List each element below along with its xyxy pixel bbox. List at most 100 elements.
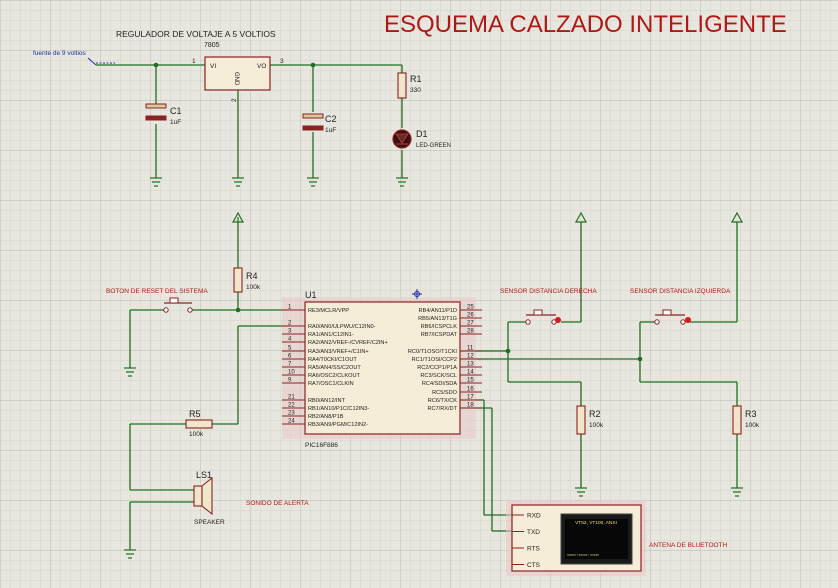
mcu-pin-label: RA7/OSC1/CLKIN <box>308 381 354 387</box>
terminal-pins: RXD TXD RTS CTS <box>512 513 541 569</box>
svg-text:100k: 100k <box>246 284 261 291</box>
mcu-pin-label: RB7/ICSPDAT <box>421 332 458 338</box>
terminal-pin-cts[interactable]: CTS <box>512 562 541 569</box>
mcu-pin-number: 25 <box>467 305 474 311</box>
mcu-pin-number: 21 <box>288 395 295 401</box>
ground-symbols <box>124 177 743 559</box>
svg-text:100k: 100k <box>189 431 204 438</box>
ground-icon <box>124 367 136 377</box>
terminal-pin-label: CTS <box>527 562 541 569</box>
sensor-right-switch[interactable] <box>525 309 561 325</box>
terminal-pin-label: RXD <box>527 513 541 520</box>
terminal-pin-label: RTS <box>527 546 541 553</box>
reset-button-label: BOTON DE RESET DEL SISTEMA <box>106 288 208 295</box>
mcu-pin-number: 27 <box>467 321 474 327</box>
svg-text:7805: 7805 <box>204 42 220 49</box>
resistor-r3[interactable]: R3 100k <box>732 405 760 435</box>
reset-button[interactable] <box>163 297 193 313</box>
mcu-pin-number: 23 <box>288 411 295 417</box>
power-terminals <box>231 211 744 223</box>
mcu-name: U1 <box>305 290 317 300</box>
ground-icon <box>232 177 244 187</box>
resistor-r2[interactable]: R2 100k <box>576 405 604 435</box>
mcu-pin-number: 5 <box>288 346 292 352</box>
power-arrow-icon <box>231 211 245 223</box>
speaker-ls1[interactable]: LS1 SPEAKER <box>193 470 225 526</box>
svg-text:LED-GREEN: LED-GREEN <box>416 143 451 149</box>
led-d1[interactable]: D1 LED-GREEN <box>392 129 451 149</box>
terminal-pin-txd[interactable]: TXD <box>512 529 540 536</box>
svg-text:100k: 100k <box>589 422 604 429</box>
regulator-section-label: REGULADOR DE VOLTAJE A 5 VOLTIOS <box>116 29 276 39</box>
mcu-pin-label: RB2/AN8/P1B <box>308 414 344 420</box>
svg-text:100k: 100k <box>745 422 760 429</box>
mcu-pin-label: RA1/AN1/C12IN1- <box>308 332 354 338</box>
ground-icon <box>396 177 408 187</box>
terminal-pin-rxd[interactable]: RXD <box>512 513 541 520</box>
svg-text:VI: VI <box>210 63 216 70</box>
mcu-pin-label: RB6/ICSPCLK <box>421 324 458 330</box>
mcu-pin-label: RB4/AN11/P1D <box>419 308 457 314</box>
speaker-label: SONIDO DE ALERTA <box>246 500 309 507</box>
mcu-pin-label: RB3/AN9/PGM/C12IN2- <box>308 422 368 428</box>
capacitor-c2[interactable]: C2 1uF <box>302 113 337 134</box>
mcu-pin-label: RA5/AN4/SS/C2OUT <box>308 365 361 371</box>
sensor-left-switch[interactable] <box>654 309 691 325</box>
ground-icon <box>307 177 319 187</box>
mcu-pin-label: RC3/SCK/SCL <box>420 373 457 379</box>
resistor-r5[interactable]: R5 100k <box>185 409 213 438</box>
power-source-terminal[interactable]: fuente de 9 voltios <box>33 50 115 66</box>
power-arrow-icon <box>730 211 744 223</box>
svg-text:R2: R2 <box>589 409 601 419</box>
mcu-pin-number: 26 <box>467 313 474 319</box>
resistor-r4[interactable]: R4 100k <box>233 267 261 293</box>
mcu-right-pins: 25RB4/AN11/P1D26RB5/AN13/T1G27RB6/ICSPCL… <box>408 305 482 413</box>
terminal-pin-rts[interactable]: RTS <box>512 546 541 553</box>
mcu-pin-label: RB1/AN10/P1C/C12IN3- <box>308 406 369 412</box>
terminal-screen-text: VT52, VT100, ANSI <box>575 520 617 526</box>
mcu-pin-number: 16 <box>467 387 474 393</box>
resistor-r1[interactable]: R1 330 <box>397 72 422 99</box>
voltage-regulator-7805[interactable]: 7805 VI VO GND 1 3 2 <box>192 42 284 102</box>
origin-marker-icon <box>412 289 422 299</box>
mcu-pin-number: 4 <box>288 337 292 343</box>
mcu-pin-label: RC7/RX/DT <box>427 406 457 412</box>
capacitor-c1[interactable]: C1 1uF <box>145 103 182 126</box>
mcu-pin-label: RC1/T1OSI/CCP2 <box>412 357 457 363</box>
mcu-pin-number: 2 <box>288 321 292 327</box>
bluetooth-label: ANTENA DE BLUETOOTH <box>649 542 728 549</box>
sensor-right-label: SENSOR DISTANCIA DERECHA <box>500 288 597 295</box>
mcu-pin-label: RA3/AN3/VREF+/C1IN+ <box>308 349 369 355</box>
svg-text:C2: C2 <box>325 114 337 124</box>
page-title: ESQUEMA CALZADO INTELIGENTE <box>384 11 787 38</box>
microcontroller-u1[interactable]: U1 PIC16F886 1RE3/MCLR/VPP2RA0/AN0/ULPWU… <box>282 290 482 449</box>
